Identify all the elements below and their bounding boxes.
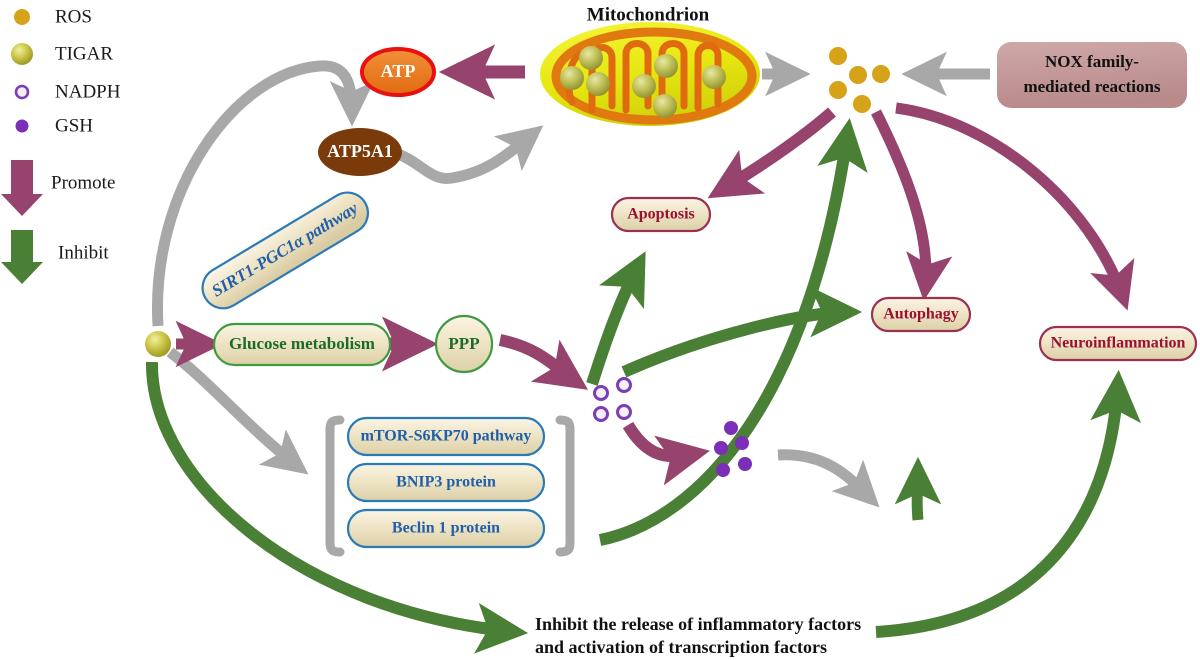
bracket-left-icon	[325, 415, 345, 557]
neuroinflammation-label: Neuroinflammation	[1051, 335, 1186, 352]
legend-label-nadph: NADPH	[55, 81, 121, 102]
legend-label-promote: Promote	[51, 172, 115, 193]
promote-arrow-ros-to-autophagy	[871, 109, 953, 302]
promote-arrow-nadph-to-gsh	[622, 421, 710, 486]
legend: ROS TIGAR NADPH GSH Promote Inhibit	[1, 6, 121, 284]
legend-marker-tigar-icon	[11, 43, 33, 65]
atp-shape	[360, 47, 436, 97]
node-beclin1-protein[interactable]: Beclin 1 protein	[346, 508, 546, 549]
gray-arrow-gsh-to-autophagy	[777, 449, 880, 508]
promote-arrow-ppp-to-nadph	[498, 334, 589, 390]
gsh-cluster	[714, 421, 752, 477]
ppp-label: PPP	[448, 334, 479, 353]
legend-label-gsh: GSH	[55, 115, 93, 136]
nadph-cluster	[593, 377, 632, 422]
bottom-statement-line2: and activation of transcription factors	[535, 637, 827, 657]
nox-family-label-line1: NOX family-	[1045, 52, 1139, 71]
bottom-statement-line1: Inhibit the release of inflammatory fact…	[535, 614, 861, 634]
nox-family-shape	[997, 42, 1187, 108]
legend-marker-nadph-icon	[14, 84, 30, 100]
legend-label-inhibit: Inhibit	[58, 242, 109, 263]
ppp-shape	[434, 314, 494, 374]
pathway-box-group: mTOR-S6KP70 pathway BNIP3 protein Beclin…	[325, 415, 575, 557]
promote-arrows	[175, 44, 1135, 486]
legend-arrow-promote-icon	[1, 160, 43, 216]
inhibit-arrows	[145, 117, 1142, 654]
bottom-statement: Inhibit the release of inflammatory fact…	[535, 614, 861, 657]
sirt1-pathway-shape	[201, 191, 370, 310]
gray-arrow-atp5a1-to-mitochondrion	[390, 125, 544, 184]
glucose-metabolism-label: Glucose metabolism	[229, 334, 375, 353]
node-bnip3-protein[interactable]: BNIP3 protein	[346, 462, 546, 503]
gray-arrow-tigar-to-atp5a1	[151, 60, 375, 327]
ros-cluster	[829, 47, 890, 113]
mtor-pathway-label: mTOR-S6KP70 pathway	[361, 428, 532, 445]
promote-arrow-ros-to-neuroinflammation	[895, 102, 1135, 311]
autophagy-shape	[870, 296, 972, 333]
atp5a1-shape	[318, 128, 402, 176]
legend-label-ros: ROS	[55, 6, 92, 27]
atp-label: ATP	[381, 61, 416, 81]
node-neuroinflammation[interactable]: Neuroinflammation	[1038, 325, 1198, 362]
inhibit-arrow-pathway-to-ros	[598, 117, 868, 546]
mitochondrion-outer-membrane	[551, 27, 757, 125]
node-atp5a1[interactable]: ATP5A1	[318, 128, 402, 176]
inhibit-arrow-to-autophagy	[894, 456, 942, 521]
autophagy-label: Autophagy	[883, 306, 959, 323]
mtor-pathway-shape	[346, 416, 546, 457]
inhibit-arrow-bottom-statement-to-neuroinflammation	[875, 369, 1142, 638]
inhibit-arrow-nadph-to-autophagy	[621, 286, 863, 378]
node-apoptosis[interactable]: Apoptosis	[610, 196, 712, 233]
bnip3-protein-label: BNIP3 protein	[396, 474, 496, 491]
sirt1-pathway-label: SIRT1-PGC1α pathway	[208, 198, 361, 300]
beclin1-protein-shape	[346, 508, 546, 549]
atp5a1-label: ATP5A1	[327, 141, 393, 161]
legend-label-tigar: TIGAR	[55, 43, 113, 64]
node-mtor-pathway[interactable]: mTOR-S6KP70 pathway	[346, 416, 546, 457]
gray-arrow-tigar-to-pathway-boxes	[166, 347, 309, 475]
node-autophagy[interactable]: Autophagy	[870, 296, 972, 333]
glucose-metabolism-shape	[212, 322, 392, 367]
mitochondrion: Mitochondrion	[540, 4, 760, 126]
node-sirt1-pathway[interactable]: SIRT1-PGC1α pathway	[195, 185, 376, 316]
bracket-right-icon	[555, 415, 575, 557]
inhibit-arrow-tigar-to-bottom-statement	[145, 361, 529, 654]
legend-arrow-inhibit-icon	[1, 230, 43, 284]
bnip3-protein-shape	[346, 462, 546, 503]
mitochondrion-tigar-particles	[560, 46, 726, 118]
node-ppp[interactable]: PPP	[434, 314, 494, 374]
inhibit-arrow-nadph-to-apoptosis	[586, 251, 646, 386]
neuroinflammation-shape	[1038, 325, 1198, 362]
mitochondrion-cristae	[565, 40, 722, 114]
apoptosis-shape	[610, 196, 712, 233]
mitochondrion-title: Mitochondrion	[587, 4, 710, 25]
nox-family-label-line2: mediated reactions	[1023, 77, 1160, 96]
promote-arrow-ros-to-apoptosis	[707, 107, 836, 199]
apoptosis-label: Apoptosis	[627, 206, 695, 223]
tigar-cytosolic-particle	[145, 331, 171, 357]
beclin1-protein-label: Beclin 1 protein	[392, 520, 500, 537]
legend-marker-gsh-icon	[15, 119, 29, 133]
node-glucose-metabolism[interactable]: Glucose metabolism	[212, 322, 392, 367]
node-atp[interactable]: ATP	[360, 47, 436, 97]
node-nox-family[interactable]: NOX family- mediated reactions	[997, 42, 1187, 108]
legend-marker-ros-icon	[14, 9, 30, 25]
